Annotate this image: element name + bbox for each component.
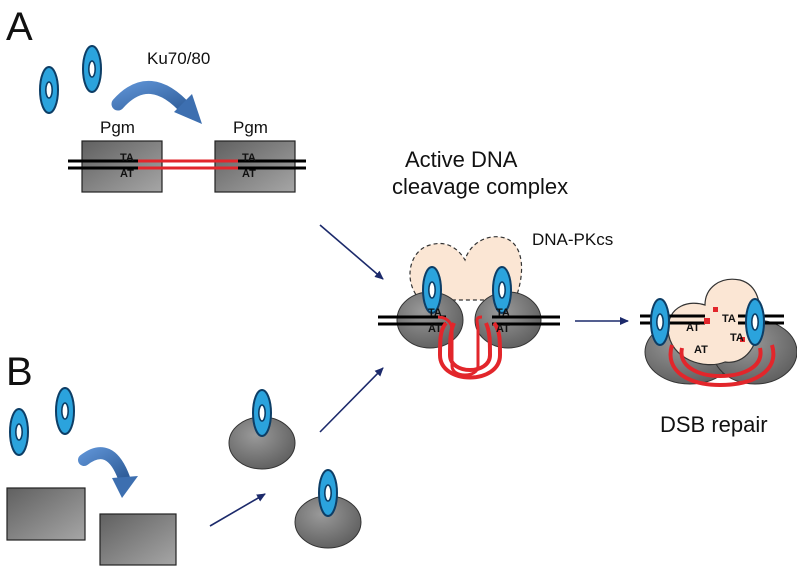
at-label: AT bbox=[242, 168, 256, 180]
ku-ring-icon bbox=[318, 469, 338, 517]
ku-label: Ku70/80 bbox=[147, 49, 210, 68]
ta-label: TA bbox=[120, 152, 134, 164]
flow-arrow bbox=[209, 493, 266, 527]
ku-ring-icon bbox=[82, 45, 102, 93]
ku-ring-icon bbox=[650, 298, 670, 346]
at-label: AT bbox=[694, 344, 708, 356]
ta-label: TA bbox=[496, 307, 510, 319]
ku-ring-icon bbox=[252, 389, 272, 437]
dsb-repair-label: DSB repair bbox=[660, 412, 768, 437]
pgm-ku-bound-b bbox=[228, 389, 362, 549]
curved-arrow-icon bbox=[111, 81, 202, 124]
pgm-box bbox=[99, 513, 177, 566]
at-label: AT bbox=[496, 323, 510, 335]
dsb-repair-complex: AT TA AT TA bbox=[640, 278, 797, 388]
dna-pkcs-label: DNA-PKcs bbox=[532, 230, 613, 249]
at-label: AT bbox=[428, 323, 442, 335]
flow-arrow bbox=[319, 367, 384, 433]
ku-ring-icon bbox=[9, 408, 29, 456]
active-complex-label-2: cleavage complex bbox=[392, 174, 568, 199]
ku-free-a bbox=[39, 45, 102, 114]
ku-free-b bbox=[9, 387, 75, 456]
pgm-box bbox=[6, 487, 86, 541]
active-complex-label-1: Active DNA bbox=[405, 147, 518, 172]
panel-a-label: A bbox=[6, 5, 33, 49]
ta-label: TA bbox=[722, 313, 736, 325]
ta-label: TA bbox=[428, 307, 442, 319]
pgm-left-label: Pgm bbox=[100, 118, 135, 137]
curved-arrow-icon bbox=[78, 447, 138, 498]
dna-hairpin bbox=[447, 322, 493, 372]
ku-ring-icon bbox=[55, 387, 75, 435]
dna-hairpin bbox=[437, 321, 503, 380]
at-label: AT bbox=[120, 168, 134, 180]
ta-label: TA bbox=[242, 152, 256, 164]
ku-ring-icon bbox=[39, 66, 59, 114]
dna-loop bbox=[679, 347, 763, 379]
panel-b-label: B bbox=[6, 350, 33, 394]
at-label: AT bbox=[686, 322, 700, 334]
ku-ring-icon bbox=[745, 298, 765, 346]
ta-label: TA bbox=[730, 332, 744, 344]
dna-loop bbox=[668, 344, 776, 388]
pgm-right-label: Pgm bbox=[233, 118, 268, 137]
pgm-dna-a: TA AT TA AT bbox=[68, 140, 306, 193]
active-cleavage-complex: TA AT TA AT bbox=[378, 236, 560, 380]
flow-arrow bbox=[319, 224, 384, 280]
